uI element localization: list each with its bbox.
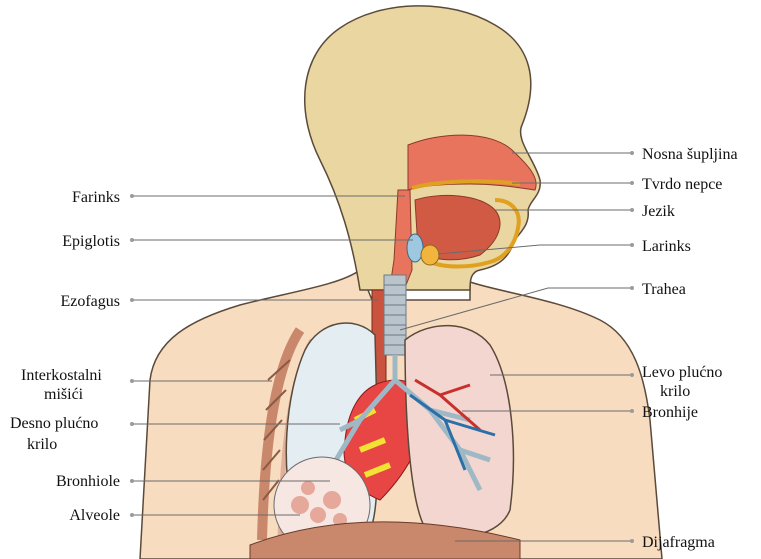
label-pharynx: Farinks xyxy=(72,189,120,206)
label-intercostal-line1: Interkostalni xyxy=(21,367,102,384)
label-tongue: Jezik xyxy=(642,203,675,220)
larynx xyxy=(421,245,439,265)
label-alveoli: Alveole xyxy=(69,507,120,524)
label-epiglottis: Epiglotis xyxy=(62,233,120,250)
label-nasal-cavity: Nosna šupljina xyxy=(642,146,738,163)
label-bronchioles: Bronhiole xyxy=(56,473,120,490)
label-esophagus: Ezofagus xyxy=(60,293,120,310)
label-bronchi: Bronhije xyxy=(642,404,698,421)
trachea xyxy=(384,275,406,355)
label-right-lung-line2: krilo xyxy=(27,436,57,453)
label-hard-palate: Tvrdo nepce xyxy=(642,176,722,193)
label-diaphragm: Dijafragma xyxy=(642,534,715,551)
label-left-lung-line2: krilo xyxy=(660,383,690,400)
left-lung xyxy=(405,326,513,537)
label-larynx: Larinks xyxy=(642,238,691,255)
label-right-lung-line1: Desno plućno xyxy=(10,415,98,432)
epiglottis xyxy=(407,234,423,262)
label-trachea: Trahea xyxy=(642,281,686,298)
label-left-lung-line1: Levo plućno xyxy=(642,364,722,381)
label-intercostal-line2: mišići xyxy=(44,386,84,403)
